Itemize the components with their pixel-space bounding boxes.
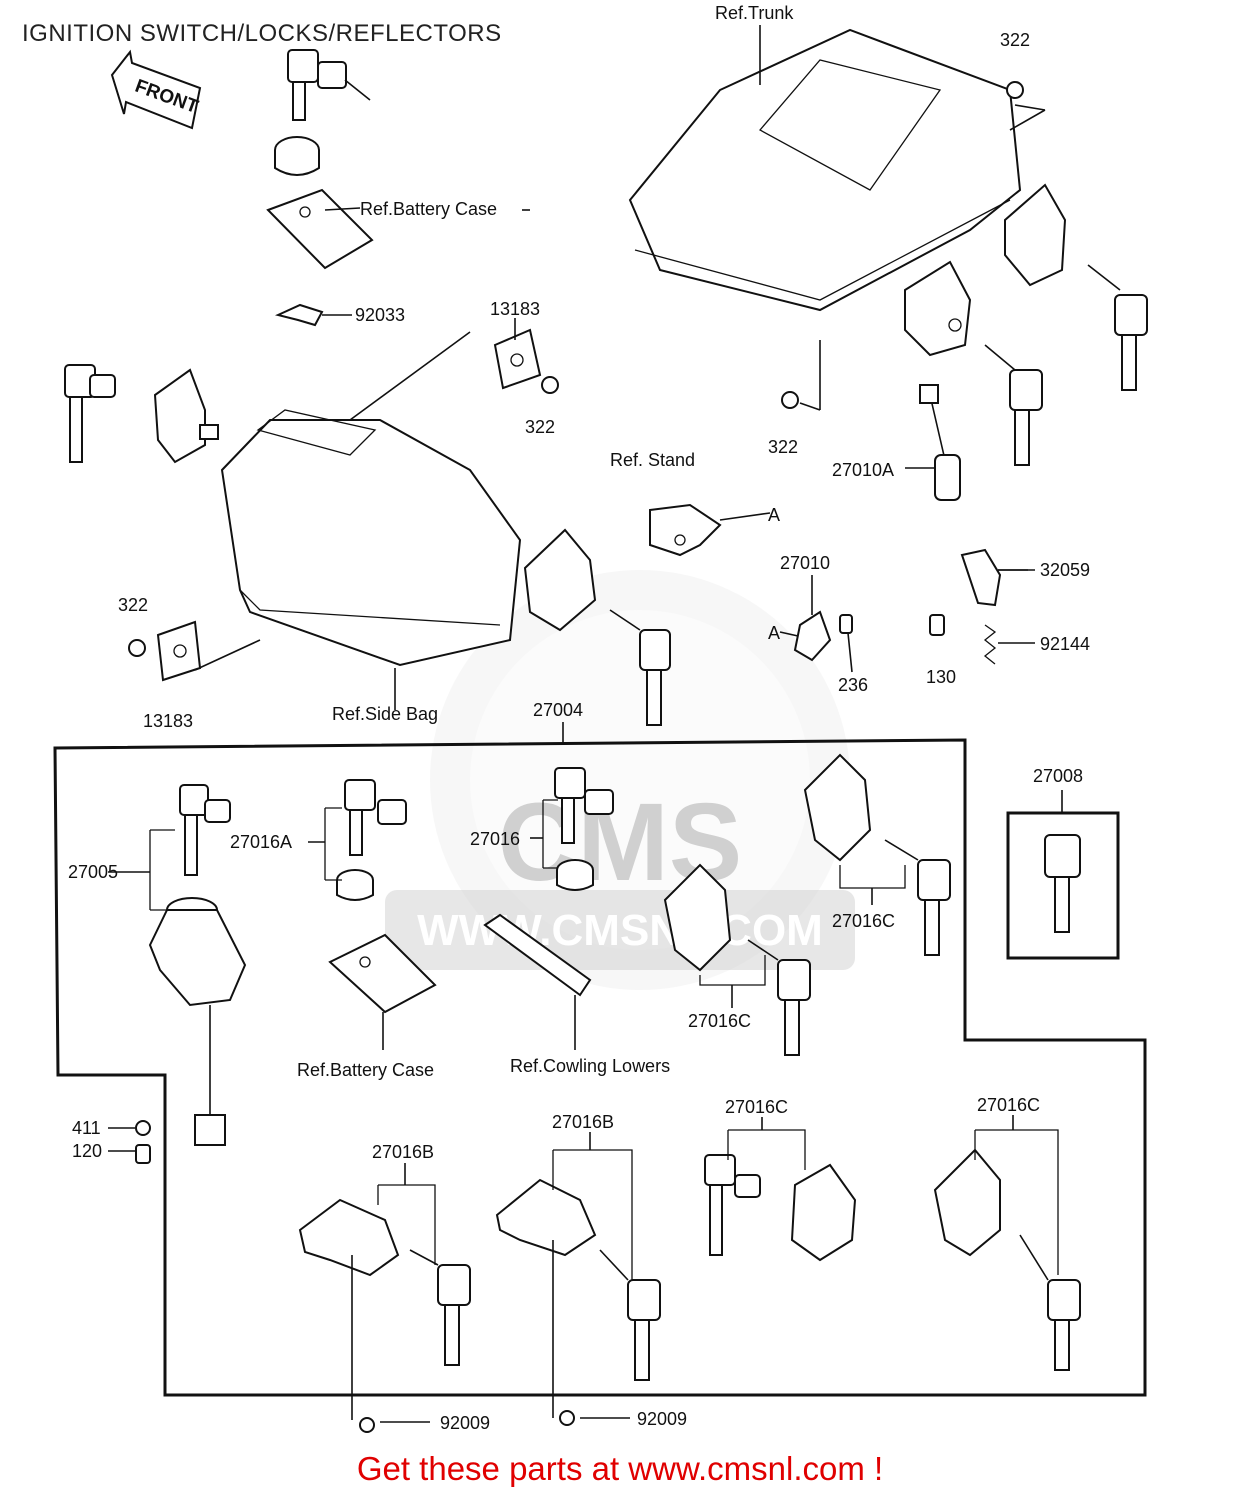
bolt-322-left-icon xyxy=(128,639,146,657)
lock-set-27016C-middle-icon xyxy=(663,863,811,1056)
label-92144: 92144 xyxy=(1040,634,1090,654)
screw-92009-right-icon xyxy=(559,1410,630,1426)
label-27016A: 27016A xyxy=(230,832,292,852)
label-a-stand: A xyxy=(768,505,780,525)
lock-set-27016C-upper-icon xyxy=(803,753,951,956)
front-arrow-icon: FRONT xyxy=(110,49,201,130)
lock-set-27016C-lower-right-icon xyxy=(933,1129,1081,1371)
side-bag-key-right-icon xyxy=(609,609,671,726)
lock-set-27016B-left-icon xyxy=(298,1184,471,1420)
label-120: 120 xyxy=(72,1141,102,1161)
label-236: 236 xyxy=(838,675,868,695)
label-a-27010: A xyxy=(768,623,780,643)
trunk-icon xyxy=(628,25,1046,312)
label-ref-side-bag: Ref.Side Bag xyxy=(332,704,438,724)
label-13183-top: 13183 xyxy=(490,299,540,319)
label-92009-a: 92009 xyxy=(440,1413,490,1433)
label-27016C-a: 27016C xyxy=(832,911,895,931)
stand-bracket-icon xyxy=(649,503,771,557)
label-27010: 27010 xyxy=(780,553,830,573)
lock-set-27016A-icon xyxy=(324,779,407,901)
label-27016C-c: 27016C xyxy=(725,1097,788,1117)
label-27016C-b: 27016C xyxy=(688,1011,751,1031)
label-322-trunk: 322 xyxy=(768,437,798,457)
lock-set-27016-icon xyxy=(542,767,614,891)
label-27016: 27016 xyxy=(470,829,520,849)
label-322-left: 322 xyxy=(118,595,148,615)
bolt-322-trunk-icon xyxy=(781,340,821,411)
label-27016B-a: 27016B xyxy=(372,1142,434,1162)
bolt-322-mid-icon xyxy=(541,376,559,394)
cowling-lowers-bracket-icon xyxy=(483,913,592,1050)
lock-set-27016C-lower-left-icon xyxy=(704,1129,857,1262)
key-blank-27008-box xyxy=(1006,811,1120,960)
bolt-120-icon xyxy=(135,1144,151,1164)
trunk-key-a-icon xyxy=(984,344,1043,466)
battery-case-plate-bottom-icon xyxy=(328,933,437,1050)
side-bag-key-icon xyxy=(64,364,116,463)
label-ref-trunk: Ref.Trunk xyxy=(715,3,794,23)
buy-parts-link[interactable]: Get these parts at www.cmsnl.com ! xyxy=(356,1450,884,1487)
clip-92033-icon xyxy=(274,303,352,327)
kit-27004-boundary xyxy=(53,738,1147,1397)
label-ref-stand: Ref. Stand xyxy=(610,450,695,470)
cms-watermark: CMS WWW.CMSNL.COM xyxy=(385,570,855,990)
label-27016C-d: 27016C xyxy=(977,1095,1040,1115)
trunk-key-b-icon xyxy=(1087,264,1148,391)
side-bag-lock-right-icon xyxy=(523,528,597,632)
label-13183-bottom: 13183 xyxy=(143,711,193,731)
label-130: 130 xyxy=(926,667,956,687)
label-27004: 27004 xyxy=(533,700,583,720)
label-27016B-b: 27016B xyxy=(552,1112,614,1132)
label-32059: 32059 xyxy=(1040,560,1090,580)
label-92009-b: 92009 xyxy=(637,1409,687,1429)
label-27008: 27008 xyxy=(1033,766,1083,786)
plate-13183-bottom-icon xyxy=(156,620,202,682)
bolt-322-top-icon xyxy=(1006,81,1024,99)
lock-set-27016B-right-icon xyxy=(495,1149,661,1418)
switch-27010A-icon xyxy=(905,384,961,501)
trunk-lock-left-icon xyxy=(904,260,972,357)
watermark-url: WWW.CMSNL.COM xyxy=(417,906,823,955)
switch-27010-icon xyxy=(779,575,832,662)
label-92033: 92033 xyxy=(355,305,405,325)
ignition-switch-27005-icon xyxy=(148,784,247,1146)
plate-13183-top-icon xyxy=(493,318,542,390)
screw-236-icon xyxy=(839,614,853,673)
trunk-lock-right-icon xyxy=(1004,183,1067,287)
label-ref-battery-case-top: Ref.Battery Case xyxy=(360,199,497,219)
label-27005: 27005 xyxy=(68,862,118,882)
page-title: IGNITION SWITCH/LOCKS/REFLECTORS xyxy=(22,20,502,47)
screw-130-icon xyxy=(929,614,945,636)
label-27010A: 27010A xyxy=(832,460,894,480)
label-ref-battery-case-bottom: Ref.Battery Case xyxy=(297,1060,434,1080)
label-411: 411 xyxy=(72,1118,101,1138)
side-bag-lock-icon xyxy=(153,368,219,464)
spring-92144-icon xyxy=(983,624,1035,665)
key-pair-top-icon xyxy=(287,49,371,121)
battery-case-plate-top-icon xyxy=(266,188,374,270)
bracket-32059-icon xyxy=(960,548,1035,607)
label-ref-cowling-lowers: Ref.Cowling Lowers xyxy=(510,1056,670,1076)
screw-92009-left-icon xyxy=(359,1417,430,1433)
washer-411-icon xyxy=(135,1120,151,1136)
label-322-mid: 322 xyxy=(525,417,555,437)
lock-cylinder-icon xyxy=(274,136,320,176)
label-322-top: 322 xyxy=(1000,30,1030,50)
side-bag-icon xyxy=(194,331,522,710)
key-blank-27008-icon xyxy=(1044,834,1081,933)
